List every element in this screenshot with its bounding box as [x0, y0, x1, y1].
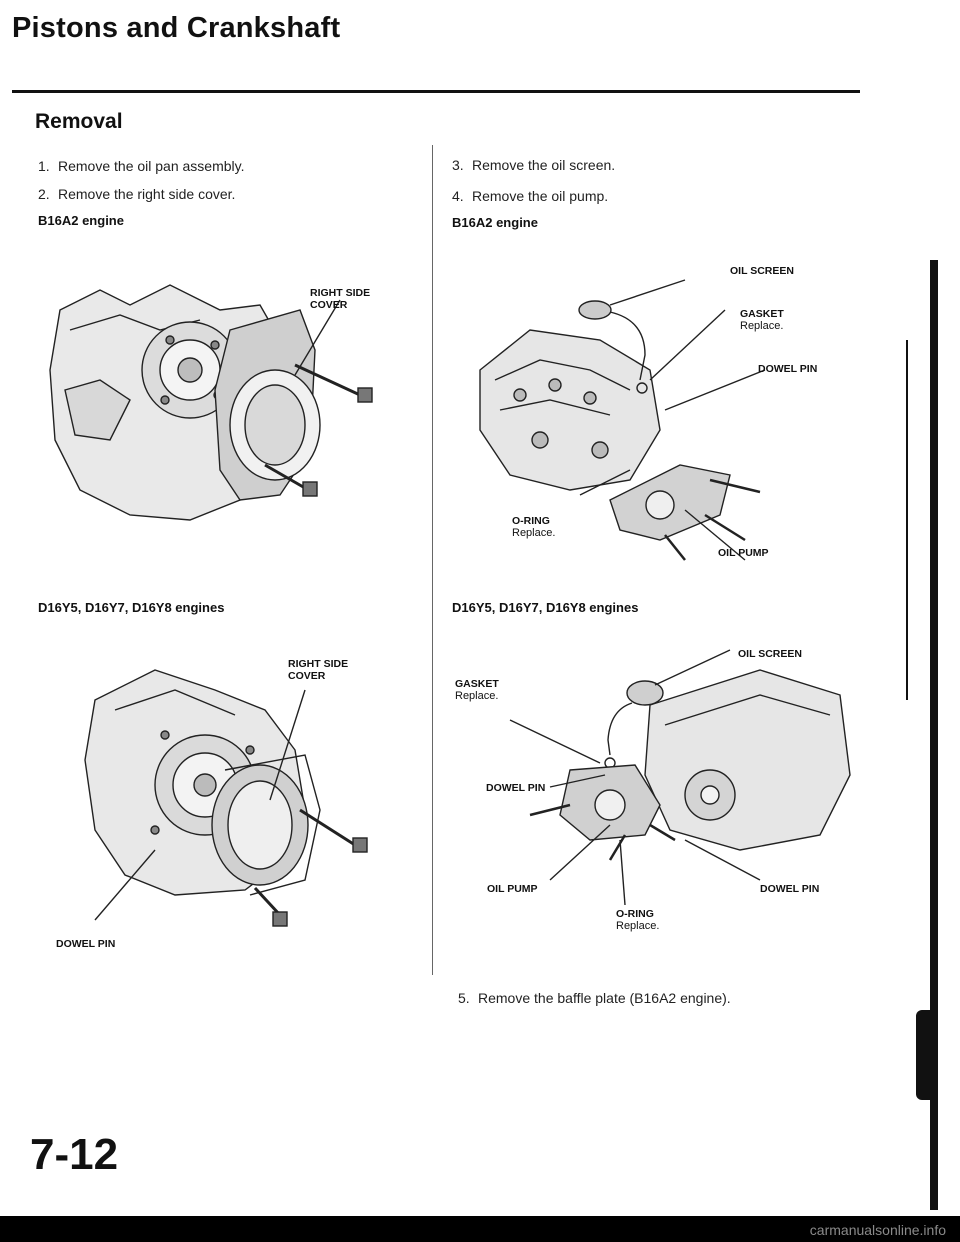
label-o-ring-text: O-RING [616, 908, 654, 920]
label-right-side-cover-d16: RIGHT SIDE COVER [288, 658, 349, 682]
step-5: 5. Remove the baffle plate (B16A2 engine)… [458, 990, 731, 1006]
label-gasket-b16a2: GASKET Replace. [740, 308, 784, 332]
step-number: 3. [452, 157, 464, 173]
bottom-bar [0, 1216, 960, 1242]
label-o-ring-d16: O-RING Replace. [616, 908, 659, 932]
step-text: Remove the oil pan assembly. [58, 158, 245, 174]
label-dowel-pin-d16: DOWEL PIN [56, 938, 116, 950]
page-title: Pistons and Crankshaft [12, 12, 341, 44]
label-gasket-note: Replace. [740, 320, 784, 332]
step-text: Remove the baffle plate (B16A2 engine). [478, 990, 731, 1006]
step-3: 3. Remove the oil screen. [452, 157, 615, 173]
figure-d16-oil-pump [509, 649, 851, 906]
binding-tab [916, 1010, 930, 1100]
engine-label-d16-right: D16Y5, D16Y7, D16Y8 engines [452, 600, 639, 615]
label-oil-screen-d16: OIL SCREEN [738, 648, 802, 660]
label-right-side-cover: RIGHT SIDE COVER [310, 287, 371, 311]
label-oil-pump-b16a2: OIL PUMP [718, 547, 769, 559]
step-number: 1. [38, 158, 50, 174]
label-o-ring-note: Replace. [616, 920, 660, 932]
label-gasket-text: GASKET [740, 308, 784, 320]
label-dowel-pin-left-d16: DOWEL PIN [486, 782, 546, 794]
title-rule [12, 90, 860, 93]
binding-edge [930, 260, 938, 1210]
section-heading: Removal [35, 110, 123, 133]
label-gasket-d16: GASKET Replace. [455, 678, 499, 702]
step-number: 5. [458, 990, 470, 1006]
binding-mark [906, 340, 908, 700]
label-o-ring-note: Replace. [512, 527, 556, 539]
step-4: 4. Remove the oil pump. [452, 188, 608, 204]
watermark: carmanualsonline.info [809, 1222, 946, 1238]
figure-b16a2-right-side-cover [49, 284, 373, 521]
step-2: 2. Remove the right side cover. [38, 186, 235, 202]
label-dowel-pin-b16a2: DOWEL PIN [758, 363, 818, 375]
step-text: Remove the oil screen. [472, 157, 616, 173]
figure-d16-right-side-cover [84, 669, 368, 927]
label-oil-pump-d16: OIL PUMP [487, 883, 538, 895]
figure-b16a2-oil-pump [479, 279, 766, 561]
step-number: 4. [452, 188, 464, 204]
engine-label-b16a2-right: B16A2 engine [452, 215, 538, 230]
label-o-ring-b16a2: O-RING Replace. [512, 515, 555, 539]
label-dowel-pin-right-d16: DOWEL PIN [760, 883, 820, 895]
step-text: Remove the right side cover. [58, 186, 236, 202]
label-oil-screen-b16a2: OIL SCREEN [730, 265, 794, 277]
page-number: 7-12 [30, 1130, 119, 1179]
label-gasket-note: Replace. [455, 690, 499, 702]
label-gasket-text: GASKET [455, 678, 499, 690]
step-number: 2. [38, 186, 50, 202]
step-text: Remove the oil pump. [472, 188, 609, 204]
engine-label-b16a2: B16A2 engine [38, 213, 124, 228]
engine-label-d16: D16Y5, D16Y7, D16Y8 engines [38, 600, 225, 615]
label-o-ring-text: O-RING [512, 515, 550, 527]
step-1: 1. Remove the oil pan assembly. [38, 158, 245, 174]
column-divider [432, 145, 433, 975]
